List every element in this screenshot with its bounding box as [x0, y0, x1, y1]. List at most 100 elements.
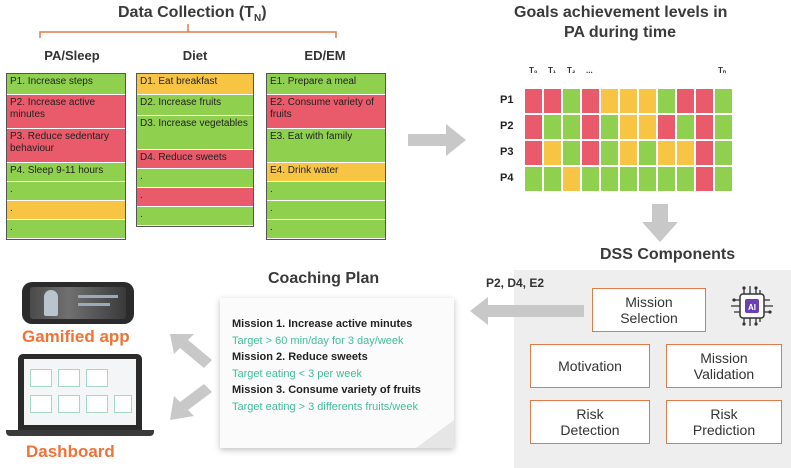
ai-chip-icon: AI	[728, 284, 776, 328]
goal-cell: .	[267, 201, 385, 220]
goal-cell: P1. Increase steps	[7, 74, 125, 95]
grid-cell	[600, 88, 619, 114]
grid-cell	[676, 88, 695, 114]
goal-cell: P4. Sleep 9-11 hours	[7, 163, 125, 182]
grid-cell	[638, 114, 657, 140]
grid-cell	[657, 114, 676, 140]
goal-cell: .	[267, 182, 385, 201]
goal-cell: E2. Consume variety of fruits	[267, 95, 385, 129]
column-header-pa-sleep: PA/Sleep	[44, 48, 100, 63]
grid-cell	[695, 140, 714, 166]
data-collection-title: Data Collection (TN)	[118, 4, 267, 25]
grid-cell	[581, 114, 600, 140]
coaching-plan-paper: Mission 1. Increase active minutes Targe…	[220, 298, 454, 448]
grid-cell	[714, 166, 733, 192]
risk-prediction-box: Risk Prediction	[666, 400, 782, 444]
goal-cell: P2. Increase active minutes	[7, 95, 125, 129]
goal-cell: .	[7, 182, 125, 201]
grid-cell	[543, 166, 562, 192]
grid-cell	[619, 140, 638, 166]
risk-detection-box: Risk Detection	[530, 400, 650, 444]
grid-cell	[562, 166, 581, 192]
goal-cell: D1. Eat breakfast	[137, 74, 253, 95]
paper-curl	[416, 420, 454, 448]
column-header-ed-em: ED/EM	[304, 48, 346, 63]
grid-cell	[581, 166, 600, 192]
goal-cell: .	[7, 201, 125, 220]
phone-device	[22, 282, 134, 324]
grid-cell	[619, 114, 638, 140]
arrow-to-dashboard	[170, 384, 212, 420]
coaching-plan-title: Coaching Plan	[268, 270, 380, 287]
time-label: ...	[586, 66, 593, 75]
grid-cell	[714, 114, 733, 140]
column-header-diet: Diet	[182, 48, 208, 63]
mission-3-title: Mission 3. Consume variety of fruits	[232, 384, 421, 396]
dashboard-tile-5	[58, 395, 80, 413]
mission-selection-box: Mission Selection	[592, 288, 706, 332]
goal-cell: .	[137, 188, 253, 207]
grid-cell	[600, 114, 619, 140]
phone-screen	[30, 287, 126, 319]
grid-cell	[695, 166, 714, 192]
grid-cell	[657, 88, 676, 114]
grid-cell	[695, 88, 714, 114]
mission-2-target: Target eating < 3 per week	[232, 368, 362, 380]
goal-cell: D4. Reduce sweets	[137, 150, 253, 169]
game-ui-bars-2	[78, 303, 110, 306]
goal-cell: .	[7, 220, 125, 239]
grid-cell	[619, 166, 638, 192]
goal-cell: D3. Increase vegetables	[137, 116, 253, 150]
grid-row-label: P3	[500, 146, 514, 158]
laptop-base	[6, 430, 154, 436]
motivation-box: Motivation	[530, 344, 650, 388]
grid-cell	[676, 114, 695, 140]
arrow-to-gamified-app	[170, 334, 212, 368]
grid-cell	[524, 166, 543, 192]
grid-cell	[543, 88, 562, 114]
grid-cell	[562, 88, 581, 114]
grid-cell	[600, 166, 619, 192]
grid-cell	[543, 114, 562, 140]
arrow-right-to-goals	[408, 124, 466, 156]
grid-cell	[676, 140, 695, 166]
grid-cell	[638, 140, 657, 166]
goal-cell: E3. Eat with family	[267, 129, 385, 163]
dashboard-screen	[24, 359, 136, 425]
laptop-device	[18, 354, 142, 430]
dashboard-tile-3	[86, 369, 108, 387]
grid-cell	[581, 140, 600, 166]
goal-cell: .	[137, 169, 253, 188]
grid-row-label: P4	[500, 172, 514, 184]
grid-row-label: P1	[500, 94, 514, 106]
grid-cell	[657, 166, 676, 192]
time-label: T₀	[529, 66, 538, 75]
grid-cell	[619, 88, 638, 114]
time-label: T₁	[548, 66, 557, 75]
dashboard-label: Dashboard	[26, 442, 115, 461]
grid-cell	[524, 88, 543, 114]
grid-cell	[657, 140, 676, 166]
grid-cell	[600, 140, 619, 166]
mission-1-target: Target > 60 min/day for 3 day/week	[232, 335, 404, 347]
svg-text:AI: AI	[748, 303, 756, 312]
dashboard-tile-7	[114, 395, 132, 413]
grid-cell	[695, 114, 714, 140]
arrow-down-to-dss	[642, 204, 678, 242]
goals-title-line1: Goals achievement levels in	[514, 4, 728, 21]
grid-cell	[638, 88, 657, 114]
goal-cell: .	[267, 220, 385, 239]
dashboard-tile-2	[58, 369, 80, 387]
grid-cell	[562, 140, 581, 166]
goal-cell: .	[137, 207, 253, 226]
data-collection-bracket	[39, 24, 337, 38]
game-ui-bars	[78, 295, 118, 298]
time-label: T₂	[567, 66, 576, 75]
grid-cell	[562, 114, 581, 140]
grid-cell	[524, 114, 543, 140]
dss-title: DSS Components	[600, 246, 736, 263]
grid-cell	[543, 140, 562, 166]
